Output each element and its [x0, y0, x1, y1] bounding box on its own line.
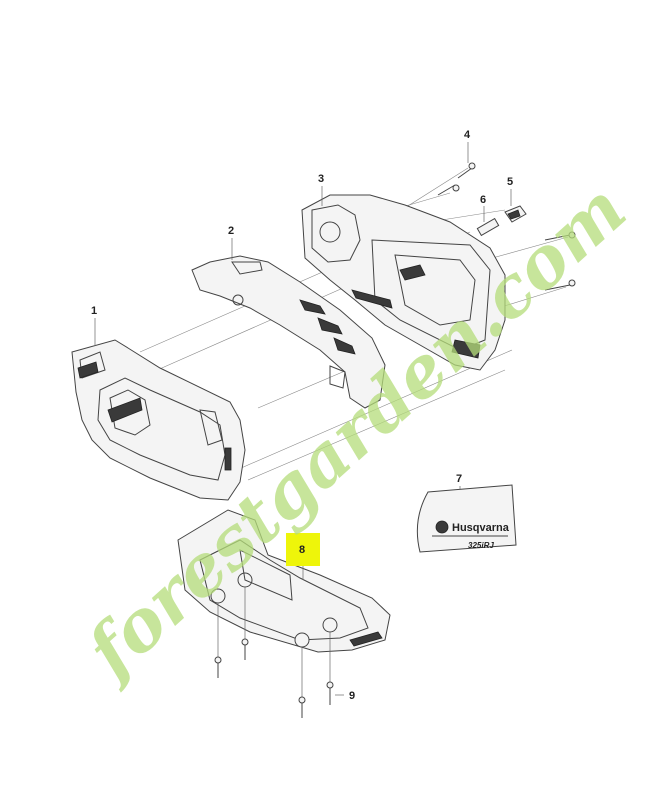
decal-model: 325iRJ [468, 541, 494, 550]
decal-brand: Husqvarna [452, 522, 510, 534]
part-handle [191, 255, 386, 409]
part-screws-bottom [214, 587, 334, 718]
part-front-cover [71, 339, 246, 501]
highlight-box-8[interactable] [286, 533, 320, 566]
callout-2: 2 [228, 225, 234, 237]
callout-5: 5 [507, 176, 513, 188]
callout-1: 1 [91, 305, 97, 317]
callout-3: 3 [318, 173, 324, 185]
callouts: 1 2 3 4 5 6 7 8 9 [91, 129, 513, 702]
part-clip [504, 205, 527, 223]
callout-6: 6 [480, 194, 486, 206]
callout-4: 4 [464, 129, 471, 141]
part-chassis [301, 194, 506, 371]
callout-8[interactable]: 8 [299, 544, 305, 556]
part-screws-top [437, 162, 576, 291]
part-bottom-cover [177, 509, 391, 653]
part-decal: Husqvarna 325iRJ [416, 484, 517, 553]
callout-9: 9 [349, 690, 355, 702]
callout-7: 7 [456, 473, 462, 485]
